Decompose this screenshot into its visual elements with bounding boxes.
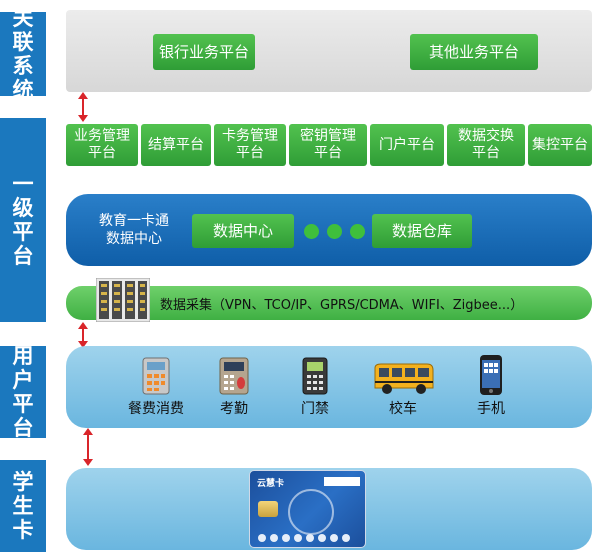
data-collection-text: 数据采集（VPN、TCO/IP、GPRS/CDMA、WIFI、Zigbee...… [160, 298, 524, 313]
device-label: 餐费消费 [128, 401, 184, 417]
platform-box-data-exchange: 数据交换平台 [447, 124, 525, 166]
feature-icon [318, 534, 326, 542]
feature-icon [330, 534, 338, 542]
card-label-area [324, 477, 360, 486]
feature-icon [270, 534, 278, 542]
double-arrow-icon [78, 92, 88, 122]
attendance-machine-icon [219, 357, 249, 395]
globe-icon [288, 489, 334, 535]
ellipsis-dot [327, 224, 342, 239]
ellipsis-dot [304, 224, 319, 239]
other-platform-box: 其他业务平台 [410, 34, 538, 70]
device-label: 考勤 [220, 401, 248, 417]
edu-data-center-title: 教育一卡通 数据中心 [99, 213, 169, 247]
data-center-box: 数据中心 [192, 214, 294, 248]
device-attendance: 考勤 [206, 356, 262, 418]
device-label: 校车 [389, 401, 417, 417]
feature-icon [282, 534, 290, 542]
platform-box-key-management: 密钥管理平台 [289, 124, 367, 166]
server-rack-icon [96, 278, 150, 322]
platform-box-business: 业务管理平台 [66, 124, 138, 166]
feature-icon [306, 534, 314, 542]
section-label-related-systems: 关 联 系 统 [0, 6, 46, 102]
device-mobile-phone: 手机 [466, 354, 516, 418]
section-label-student-card: 学 生 卡 [0, 460, 46, 552]
platform-box-card-management: 卡务管理平台 [214, 124, 286, 166]
data-warehouse-box: 数据仓库 [372, 214, 472, 248]
feature-icon [258, 534, 266, 542]
platform-box-central-control: 集控平台 [528, 124, 592, 166]
device-pos: 餐费消费 [126, 356, 186, 418]
access-control-icon [302, 357, 328, 395]
card-title: 云慧卡 [257, 479, 285, 489]
data-collection-band [66, 286, 592, 320]
card-feature-icons [258, 534, 358, 542]
section-label-level1-platform: 一 级 平 台 [0, 118, 46, 322]
device-access-control: 门禁 [290, 356, 340, 418]
ellipsis-dot [350, 224, 365, 239]
feature-icon [342, 534, 350, 542]
section-label-user-platform: 用 户 平 台 [0, 344, 46, 440]
student-card: 云慧卡 [249, 470, 366, 548]
device-school-bus: 校车 [368, 360, 438, 418]
device-label: 手机 [477, 401, 505, 417]
school-bus-icon [374, 363, 434, 394]
bank-platform-box: 银行业务平台 [153, 34, 255, 70]
device-label: 门禁 [301, 401, 329, 417]
platform-box-portal: 门户平台 [370, 124, 444, 166]
double-arrow-icon [78, 322, 88, 348]
pos-terminal-icon [142, 357, 170, 395]
platform-box-settlement: 结算平台 [141, 124, 211, 166]
feature-icon [294, 534, 302, 542]
double-arrow-icon [83, 428, 93, 466]
mobile-phone-icon [480, 355, 502, 395]
card-chip-icon [258, 501, 278, 517]
